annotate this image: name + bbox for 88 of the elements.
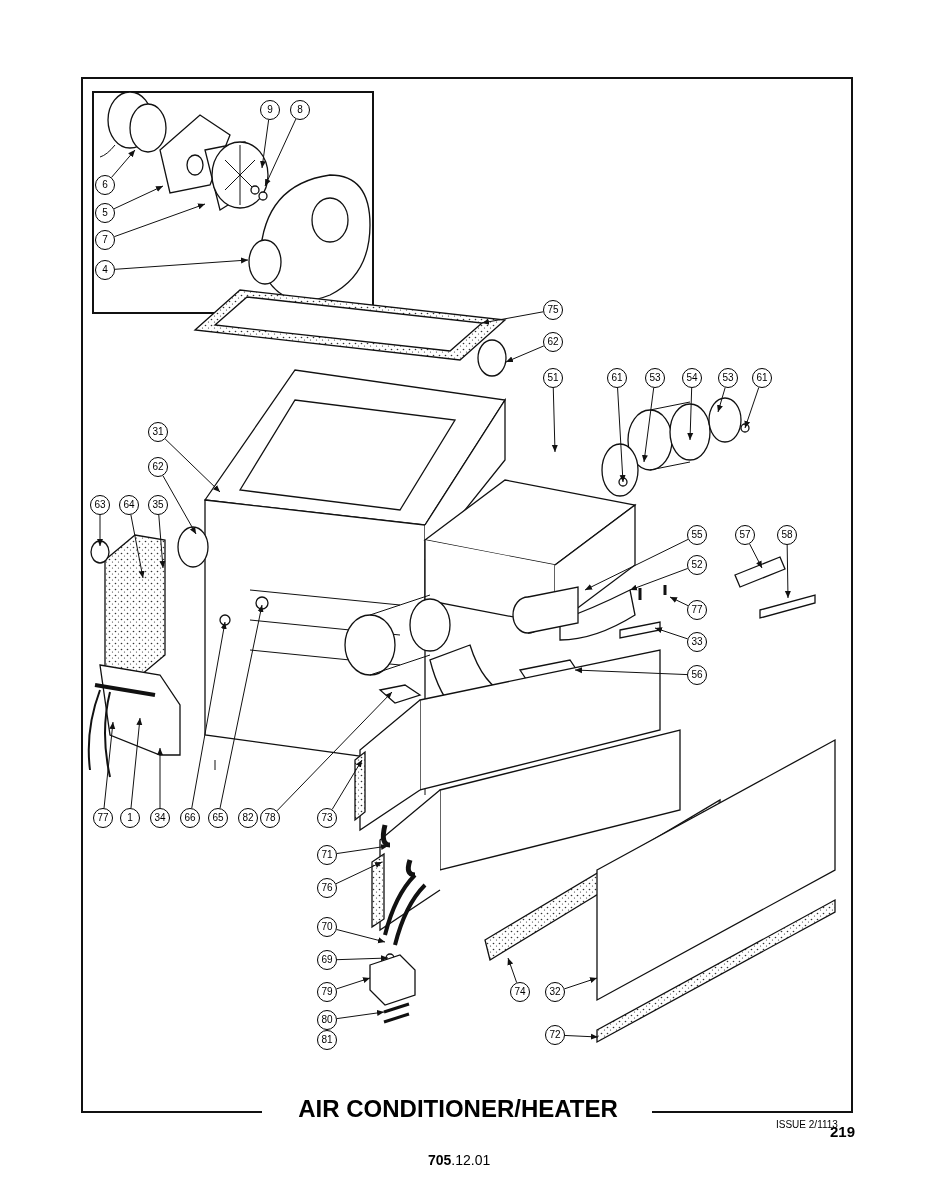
callout-number: 61 bbox=[752, 368, 772, 388]
leader-line bbox=[617, 387, 626, 483]
leader-line bbox=[574, 667, 688, 676]
callout-number: 9 bbox=[260, 100, 280, 120]
callout-number: 70 bbox=[317, 917, 337, 937]
leader-line bbox=[717, 387, 726, 413]
leader-line bbox=[336, 844, 389, 855]
callout-number: 57 bbox=[735, 525, 755, 545]
callout-number: 53 bbox=[645, 368, 665, 388]
callout-number: 72 bbox=[545, 1025, 565, 1045]
callout-number: 51 bbox=[543, 368, 563, 388]
leader-line bbox=[336, 1010, 385, 1020]
callout-number: 53 bbox=[718, 368, 738, 388]
leader-line bbox=[584, 538, 689, 591]
callout-number: 62 bbox=[148, 457, 168, 477]
callout-number: 65 bbox=[208, 808, 228, 828]
leader-line bbox=[113, 203, 206, 238]
callout-number: 73 bbox=[317, 808, 337, 828]
callout-number: 78 bbox=[260, 808, 280, 828]
callout-number: 32 bbox=[545, 982, 565, 1002]
leader-line bbox=[784, 544, 791, 599]
callout-number: 33 bbox=[687, 632, 707, 652]
leader-line bbox=[114, 257, 249, 270]
callout-number: 34 bbox=[150, 808, 170, 828]
callout-number: 4 bbox=[95, 260, 115, 280]
document-number: 705.12.01 bbox=[428, 1153, 491, 1167]
callout-number: 55 bbox=[687, 525, 707, 545]
callout-number: 81 bbox=[317, 1030, 337, 1050]
leader-line bbox=[336, 977, 371, 990]
callout-number: 58 bbox=[777, 525, 797, 545]
callout-number: 75 bbox=[543, 300, 563, 320]
leader-line bbox=[564, 1033, 599, 1040]
callout-number: 79 bbox=[317, 982, 337, 1002]
leader-line bbox=[331, 759, 363, 810]
leader-line bbox=[130, 717, 143, 809]
callout-number: 5 bbox=[95, 203, 115, 223]
callout-number: 69 bbox=[317, 950, 337, 970]
leader-line bbox=[564, 977, 598, 990]
leader-line bbox=[111, 149, 136, 178]
callout-number: 61 bbox=[607, 368, 627, 388]
leader-line bbox=[162, 475, 197, 535]
leader-line bbox=[97, 514, 103, 547]
leader-line bbox=[335, 861, 383, 885]
callout-number: 76 bbox=[317, 878, 337, 898]
callout-number: 54 bbox=[682, 368, 702, 388]
leader-line bbox=[749, 543, 763, 569]
leader-line bbox=[687, 387, 694, 441]
callout-number: 63 bbox=[90, 495, 110, 515]
callout-number: 62 bbox=[543, 332, 563, 352]
callout-number: 64 bbox=[119, 495, 139, 515]
leader-line bbox=[481, 311, 544, 325]
callout-number: 1 bbox=[120, 808, 140, 828]
leader-line bbox=[260, 119, 270, 169]
leader-line bbox=[158, 514, 166, 569]
leader-line bbox=[641, 387, 655, 463]
callout-number: 56 bbox=[687, 665, 707, 685]
leader-line bbox=[551, 387, 558, 453]
leader-line bbox=[507, 957, 518, 984]
callout-number: 31 bbox=[148, 422, 168, 442]
callout-number: 6 bbox=[95, 175, 115, 195]
callout-number: 77 bbox=[687, 600, 707, 620]
leader-line bbox=[629, 568, 689, 591]
leader-line bbox=[744, 386, 760, 429]
leader-line bbox=[276, 691, 393, 812]
leader-line bbox=[219, 604, 264, 809]
diagram-title: AIR CONDITIONER/HEATER bbox=[297, 1097, 619, 1121]
leader-line bbox=[157, 747, 163, 809]
callout-number: 71 bbox=[317, 845, 337, 865]
leader-line bbox=[505, 345, 545, 363]
callout-number: 66 bbox=[180, 808, 200, 828]
callout-number: 52 bbox=[687, 555, 707, 575]
callout-number: 80 bbox=[317, 1010, 337, 1030]
leader-line bbox=[164, 438, 221, 493]
callout-number: 82 bbox=[238, 808, 258, 828]
callout-number: 74 bbox=[510, 982, 530, 1002]
leader-line bbox=[264, 118, 297, 187]
leader-line bbox=[130, 514, 145, 579]
callout-number: 35 bbox=[148, 495, 168, 515]
leader-line bbox=[191, 621, 227, 809]
leader-line bbox=[669, 596, 689, 607]
leader-line bbox=[113, 185, 164, 210]
callout-number: 77 bbox=[93, 808, 113, 828]
leader-line bbox=[103, 721, 116, 809]
callout-number: 7 bbox=[95, 230, 115, 250]
leader-line bbox=[336, 929, 386, 944]
leader-line bbox=[336, 955, 389, 962]
leader-line bbox=[654, 627, 688, 640]
callout-number: 8 bbox=[290, 100, 310, 120]
